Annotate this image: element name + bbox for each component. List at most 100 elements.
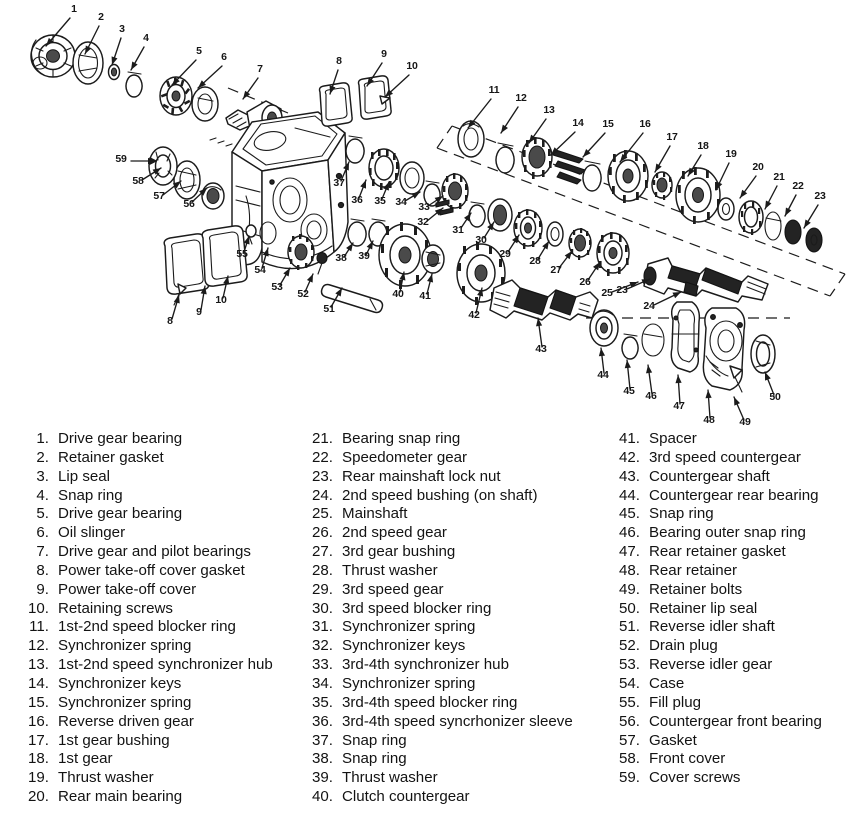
callout-arrow-head xyxy=(152,168,161,175)
callout-number: 50 xyxy=(769,391,781,403)
diagram-callout-10: 10 xyxy=(384,60,418,98)
parts-list-item-number: 14. xyxy=(28,674,49,692)
parts-list-item-label: Drive gear bearing xyxy=(58,505,183,523)
parts-list-item-number: 59. xyxy=(619,769,640,787)
parts-list-item-number: 7. xyxy=(36,543,49,561)
parts-list-item-number: 3. xyxy=(36,467,49,485)
part-3rd-4th-blocker-ring-35 xyxy=(399,161,425,195)
callout-arrow-head xyxy=(765,372,771,381)
part-reverse-driven-gear-16 xyxy=(607,150,649,203)
diagram-callout-14: 14 xyxy=(550,117,584,156)
callout-number: 19 xyxy=(725,148,737,160)
parts-list-item: 33.3rd-4th synchronizer hub xyxy=(306,656,605,675)
parts-list-item-number: 26. xyxy=(312,524,333,542)
part-3rd-gear-bushing-27 xyxy=(568,228,592,260)
parts-list-item: 5.Drive gear bearing xyxy=(22,505,300,524)
callout-number: 38 xyxy=(335,252,347,264)
parts-list-item-number: 29. xyxy=(312,580,333,598)
parts-list-item-label: 3rd speed gear xyxy=(342,580,444,598)
diagram-callout-34: 34 xyxy=(395,191,421,208)
callout-number: 43 xyxy=(535,343,547,355)
parts-list-item-label: Front cover xyxy=(649,750,726,768)
callout-arrow-head xyxy=(306,274,313,283)
diagram-callout-48: 48 xyxy=(703,389,715,426)
callout-number: 22 xyxy=(792,180,804,192)
callout-number: 58 xyxy=(132,175,144,187)
part-1st-gear-bushing-17 xyxy=(651,171,673,200)
diagram-callout-22: 22 xyxy=(784,180,804,217)
parts-list-item-label: Rear mainshaft lock nut xyxy=(342,467,501,485)
parts-list-item: 29. 3rd speed gear xyxy=(306,581,605,600)
parts-list-item-label: Drive gear and pilot bearings xyxy=(58,543,251,561)
diagram-callout-59: 59 xyxy=(115,153,157,165)
parts-list-item-number: 38. xyxy=(312,750,333,768)
parts-list-item: 13.1st-2nd speed synchronizer hub xyxy=(22,656,300,675)
callout-number: 34 xyxy=(395,196,407,208)
parts-list-item-number: 34. xyxy=(312,674,333,692)
callout-number: 49 xyxy=(739,416,751,428)
callout-number: 37 xyxy=(333,177,345,189)
parts-list-item-label: Power take-off cover xyxy=(58,580,197,598)
callout-arrow-head xyxy=(688,167,695,176)
parts-list-item-number: 24. xyxy=(312,486,333,504)
part-reverse-idler-gear-53 xyxy=(287,234,315,270)
diagram-callout-21: 21 xyxy=(764,171,785,210)
part-lip-seal-3 xyxy=(107,63,121,81)
part-fill-plug-55 xyxy=(245,224,257,245)
parts-list-item: 40.Clutch countergear xyxy=(306,788,605,807)
parts-list-item-label: Spacer xyxy=(649,430,697,447)
parts-list-item: 2.Retainer gasket xyxy=(22,449,300,468)
parts-list-item-label: Bearing snap ring xyxy=(342,430,461,447)
parts-list-item-number: 4. xyxy=(36,486,49,504)
parts-list-item: 35.3rd-4th speed blocker ring xyxy=(306,694,605,713)
parts-list-item-label: Rear retainer xyxy=(649,561,738,579)
part-2nd-speed-gear-26 xyxy=(596,232,630,276)
parts-list-item: 18.1st gear xyxy=(22,750,300,769)
callout-arrow-head xyxy=(172,77,180,85)
parts-list-item-label: Gasket xyxy=(649,731,697,749)
parts-list-item-label: Snap ring xyxy=(342,750,407,768)
parts-list-item-label: Cover screws xyxy=(649,769,741,787)
part-bearing-snap-ring-21 xyxy=(764,211,782,241)
parts-list-item-number: 20. xyxy=(28,788,49,806)
parts-list-item: 30.3rd speed blocker ring xyxy=(306,600,605,619)
part-retainer-bolts-49 xyxy=(729,365,743,393)
parts-list-item-label: Countergear rear bearing xyxy=(649,486,819,504)
parts-list-item: 54.Case xyxy=(613,675,858,694)
parts-list-item-label: Retainer bolts xyxy=(649,580,743,598)
diagram-callout-43: 43 xyxy=(535,317,547,355)
callout-number: 9 xyxy=(381,48,387,60)
callout-arrow-head xyxy=(343,162,349,171)
parts-list-item: 45.Snap ring xyxy=(613,505,858,524)
diagram-callout-44: 44 xyxy=(597,347,609,381)
callout-arrow-head xyxy=(463,213,471,222)
callout-arrow-head xyxy=(335,288,342,297)
parts-list-item-label: Synchronizer spring xyxy=(342,618,476,636)
part-drive-gear-bearing-1 xyxy=(30,34,76,78)
diagram-callout-46: 46 xyxy=(645,364,657,402)
diagram-callout-8: 8 xyxy=(329,55,342,95)
parts-list-item: 55.Fill plug xyxy=(613,694,858,713)
part-synchronizer-keys-32 xyxy=(435,199,454,216)
callout-number: 24 xyxy=(643,300,655,312)
callout-arrow-head xyxy=(262,248,269,257)
parts-list-item-label: Fill plug xyxy=(649,693,702,711)
callout-number: 30 xyxy=(475,234,487,246)
callout-number: 39 xyxy=(358,250,370,262)
callout-number: 2 xyxy=(98,11,104,23)
callout-number: 55 xyxy=(236,248,248,260)
callout-number: 25 xyxy=(601,287,613,299)
diagram-callout-28: 28 xyxy=(529,240,550,267)
diagram-callout-9: 9 xyxy=(366,48,387,87)
callout-arrow-head xyxy=(655,163,662,172)
callout-number: 35 xyxy=(374,195,386,207)
diagram-callout-20: 20 xyxy=(739,161,764,199)
part-2nd-speed-bushing-24 xyxy=(683,281,699,297)
callout-arrow-head xyxy=(705,390,712,399)
callout-arrow-head xyxy=(198,80,206,88)
parts-list-item-number: 28. xyxy=(312,561,333,579)
callout-arrow-head xyxy=(542,241,549,250)
parts-list-item: 50.Retainer lip seal xyxy=(613,600,858,619)
